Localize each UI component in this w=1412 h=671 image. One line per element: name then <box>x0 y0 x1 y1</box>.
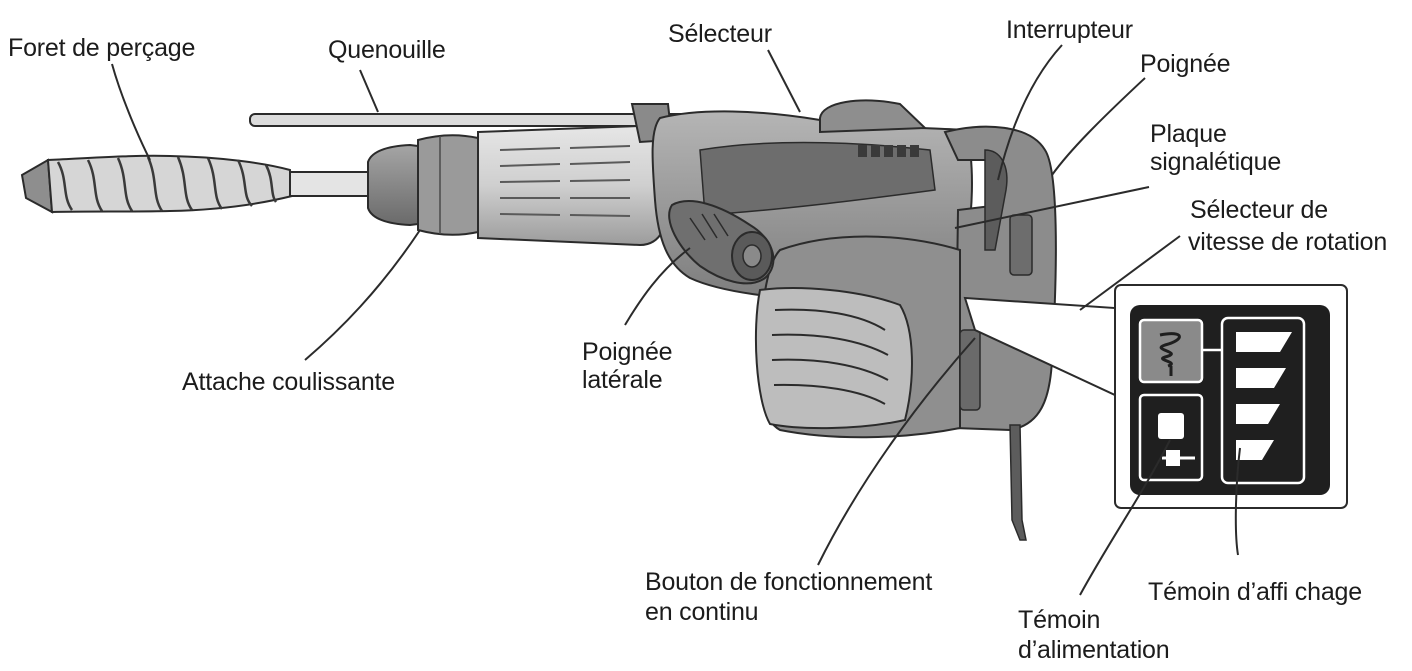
label-power-indicator-line1: Témoin <box>1018 606 1101 634</box>
indicator-segment <box>1236 440 1274 460</box>
label-continuous-button-line2: en continu <box>645 598 759 626</box>
label-handle: Poignée <box>1140 50 1231 78</box>
barrel <box>477 124 672 247</box>
leader-lines <box>111 44 1241 596</box>
label-nameplate-line2: signalétique <box>1150 148 1282 176</box>
label-speed-selector-line1: Sélecteur de <box>1190 196 1328 224</box>
label-depth-rod: Quenouille <box>328 36 446 64</box>
label-side-handle-line2: latérale <box>582 366 663 394</box>
label-speed-selector-line2: vitesse de rotation <box>1188 228 1388 256</box>
side-handle <box>668 200 775 285</box>
label-continuous-button-line1: Bouton de fonctionnement <box>645 568 933 596</box>
motor-housing <box>754 235 981 439</box>
drill-bit <box>20 154 371 214</box>
label-power-indicator-line2: d’alimentation <box>1018 636 1170 664</box>
drill-speed-icon <box>1159 332 1181 376</box>
label-nameplate-line1: Plaque <box>1150 120 1227 148</box>
indicator-segment <box>1236 332 1292 352</box>
label-display-indicator: Témoin d’affi chage <box>1148 578 1362 606</box>
label-switch: Interrupteur <box>1006 16 1133 44</box>
label-side-handle-line1: Poignée <box>582 338 673 366</box>
label-sliding-attachment: Attache coulissante <box>182 368 395 396</box>
label-selector: Sélecteur <box>668 20 772 48</box>
display-indicator-segments <box>1236 332 1292 460</box>
display-panel-callout <box>963 284 1348 509</box>
power-plug-icon <box>1158 413 1195 466</box>
indicator-segment <box>1236 368 1286 388</box>
indicator-segment <box>1236 404 1280 424</box>
sliding-attachment <box>367 134 479 236</box>
label-drill-bit: Foret de perçage <box>8 34 196 62</box>
